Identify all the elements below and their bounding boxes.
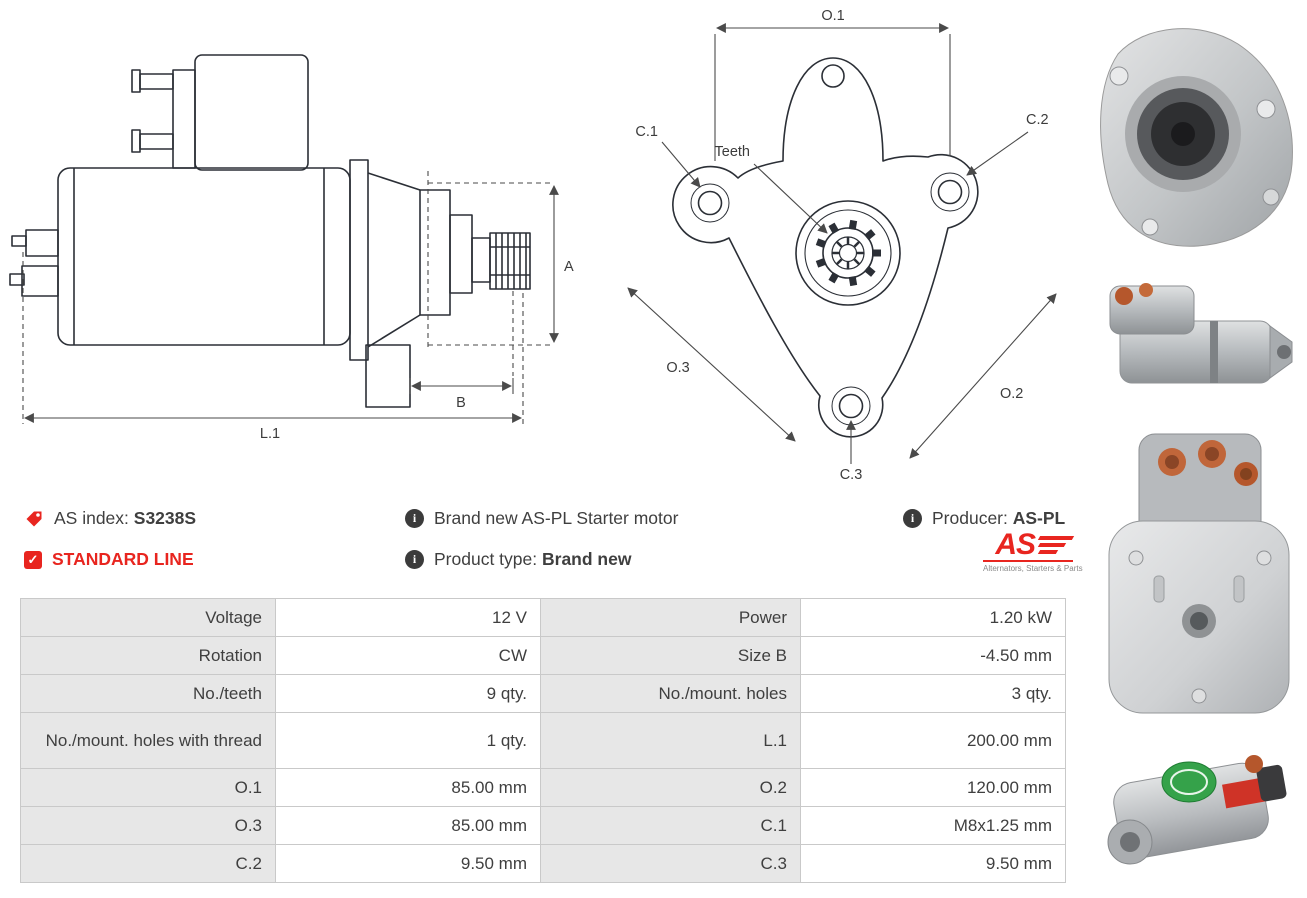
spec-value: 9 qty. — [275, 674, 541, 713]
check-icon: ✓ — [24, 550, 42, 569]
spec-row: No./teeth 9 qty. No./mount. holes 3 qty. — [20, 674, 1066, 713]
info-icon: i — [903, 509, 922, 528]
spec-value: 9.50 mm — [800, 844, 1066, 883]
standard-line-row: ✓ STANDARD LINE — [24, 549, 194, 570]
dim-label-O3: O.3 — [666, 360, 689, 376]
dim-label-B: B — [456, 395, 466, 411]
spec-label: No./mount. holes — [540, 674, 801, 713]
as-logo-subtext: Alternators, Starters & Parts — [983, 564, 1083, 573]
product-type-value: Brand new — [542, 549, 632, 569]
as-logo-rule — [983, 560, 1073, 562]
dim-label-L1: L.1 — [260, 426, 280, 442]
dim-label-O1: O.1 — [821, 8, 844, 24]
spec-label: L.1 — [540, 712, 801, 769]
spec-label: No./teeth — [20, 674, 276, 713]
dim-label-C2: C.2 — [1026, 112, 1049, 128]
spec-row: O.1 85.00 mm O.2 120.00 mm — [20, 768, 1066, 807]
standard-line-label: STANDARD LINE — [52, 549, 194, 569]
spec-value: 9.50 mm — [275, 844, 541, 883]
spec-table: Voltage 12 V Power 1.20 kW Rotation CW S… — [20, 598, 1066, 883]
as-index-label: AS index: — [54, 508, 129, 528]
product-photo-side — [1109, 283, 1293, 384]
spec-label: Rotation — [20, 636, 276, 675]
as-logo-text: AS — [995, 528, 1036, 561]
as-pl-logo: AS Alternators, Starters & Parts — [983, 528, 1083, 573]
spec-label: Power — [540, 598, 801, 637]
product-photo-rear — [1108, 433, 1290, 714]
spec-value: CW — [275, 636, 541, 675]
spec-row: Rotation CW Size B -4.50 mm — [20, 636, 1066, 675]
spec-value: 12 V — [275, 598, 541, 637]
spec-value: 3 qty. — [800, 674, 1066, 713]
dim-label-teeth: Teeth — [715, 144, 750, 160]
spec-value: 85.00 mm — [275, 768, 541, 807]
product-photo-front — [1100, 28, 1293, 247]
spec-label: C.2 — [20, 844, 276, 883]
product-type-label: Product type: — [434, 549, 538, 569]
spec-row: O.3 85.00 mm C.1 M8x1.25 mm — [20, 806, 1066, 845]
spec-label: Voltage — [20, 598, 276, 637]
tag-icon — [24, 509, 44, 529]
spec-value: 85.00 mm — [275, 806, 541, 845]
dim-label-O2: O.2 — [1000, 386, 1023, 402]
producer-label: Producer: — [932, 508, 1008, 528]
spec-value: 200.00 mm — [800, 712, 1066, 769]
product-type-text: Product type: Brand new — [434, 549, 631, 570]
dim-label-A: A — [564, 259, 574, 275]
spec-label: C.1 — [540, 806, 801, 845]
spec-value: 1 qty. — [275, 712, 541, 769]
front-view-diagram: O.1 C.1 C.2 Teeth O.3 O.2 C.3 — [627, 8, 1057, 483]
side-view-diagram: A B L.1 — [9, 54, 574, 442]
spec-row: No./mount. holes with thread 1 qty. L.1 … — [20, 712, 1066, 769]
producer-text: Producer: AS-PL — [932, 508, 1065, 529]
brand-new-row: i Brand new AS-PL Starter motor — [405, 508, 678, 529]
spec-label: O.2 — [540, 768, 801, 807]
producer-value: AS-PL — [1012, 508, 1066, 528]
brand-new-text: Brand new AS-PL Starter motor — [434, 508, 679, 528]
spec-label: No./mount. holes with thread — [20, 712, 276, 769]
as-index-value: S3238S — [133, 508, 197, 528]
spec-value: 1.20 kW — [800, 598, 1066, 637]
spec-row: C.2 9.50 mm C.3 9.50 mm — [20, 844, 1066, 883]
spec-label: Size B — [540, 636, 801, 675]
info-icon: i — [405, 550, 424, 569]
producer-row: i Producer: AS-PL — [903, 508, 1065, 529]
info-icon: i — [405, 509, 424, 528]
as-index-row: AS index: S3238S — [24, 508, 196, 529]
dim-label-C3: C.3 — [840, 467, 863, 483]
spec-label: C.3 — [540, 844, 801, 883]
spec-label: O.1 — [20, 768, 276, 807]
spec-value: M8x1.25 mm — [800, 806, 1066, 845]
product-type-row: i Product type: Brand new — [405, 549, 631, 570]
as-logo-stripes-icon — [1037, 536, 1075, 554]
spec-value: 120.00 mm — [800, 768, 1066, 807]
dim-label-C1: C.1 — [635, 124, 658, 140]
as-index-text: AS index: S3238S — [54, 508, 196, 529]
product-photo-angled — [1107, 755, 1287, 865]
spec-label: O.3 — [20, 806, 276, 845]
spec-row: Voltage 12 V Power 1.20 kW — [20, 598, 1066, 637]
spec-value: -4.50 mm — [800, 636, 1066, 675]
